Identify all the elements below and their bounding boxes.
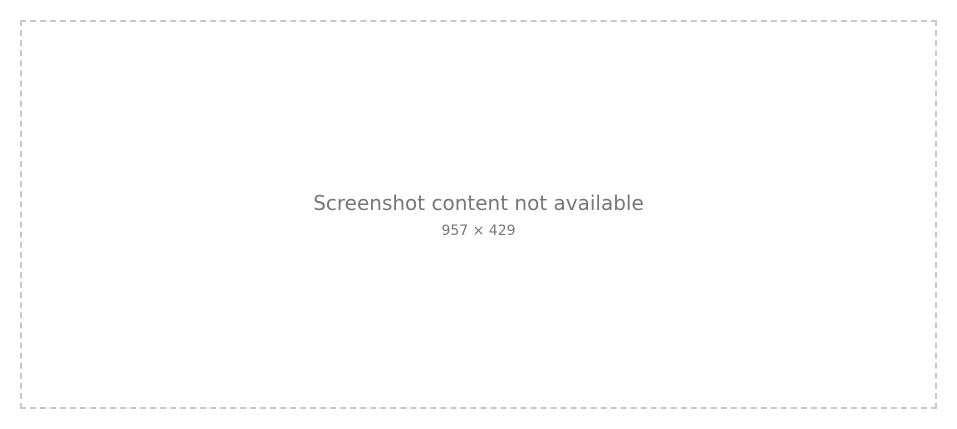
placeholder-frame: Screenshot content not available 957 × 4…	[20, 20, 937, 409]
placeholder-title: Screenshot content not available	[313, 190, 644, 215]
placeholder-size: 957 × 429	[441, 222, 516, 239]
